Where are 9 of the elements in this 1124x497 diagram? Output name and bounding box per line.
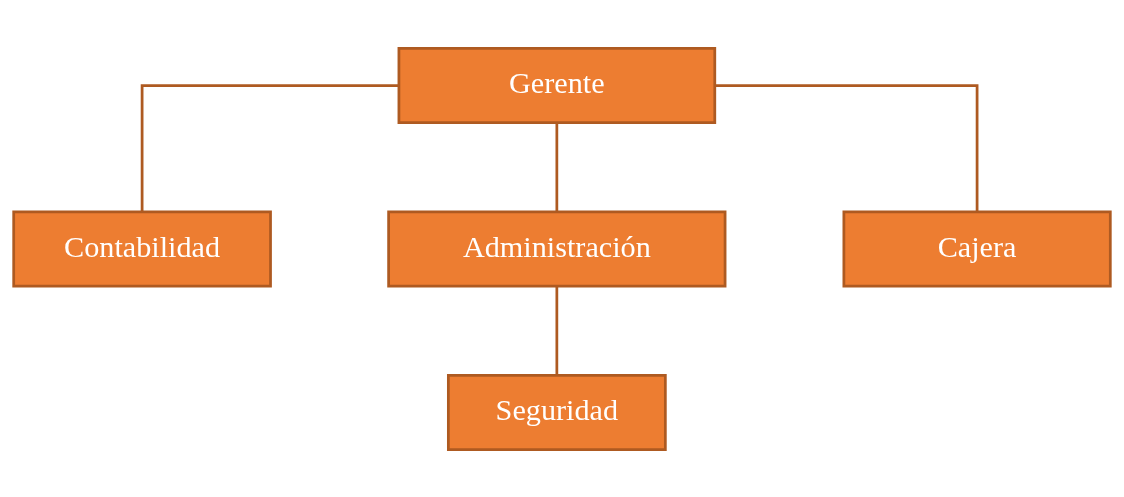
connector (715, 83, 979, 212)
connector (555, 122, 559, 211)
node-box: Administración (387, 210, 727, 287)
node-box: Seguridad (447, 373, 667, 451)
connector (140, 83, 399, 212)
node-box: Gerente (397, 46, 717, 124)
connector (555, 285, 559, 375)
node-box: Contabilidad (12, 210, 272, 287)
node-box: Cajera (842, 210, 1112, 287)
